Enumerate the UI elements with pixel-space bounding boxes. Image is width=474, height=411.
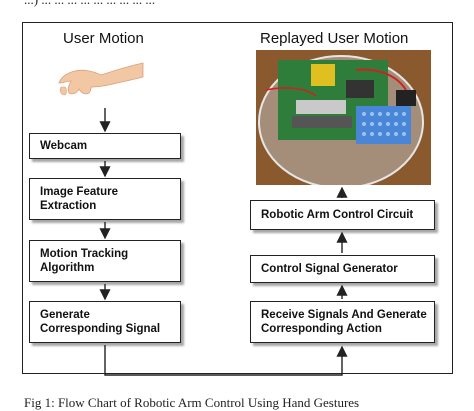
image-feature-extraction-label: Image Feature Extraction (40, 186, 118, 212)
robotic-arm-photo (256, 50, 431, 185)
connector-generate-to-receive (104, 345, 348, 376)
robotic-arm-control-circuit-box: Robotic Arm Control Circuit (250, 200, 435, 230)
generate-signal-label: Generate Corresponding Signal (40, 309, 161, 335)
motion-tracking-label: Motion Tracking Algorithm (40, 248, 129, 274)
receive-signals-box: Receive Signals And Generate Correspondi… (250, 301, 435, 343)
hand-image (55, 57, 145, 107)
receive-signals-label: Receive Signals And Generate Correspondi… (261, 309, 427, 335)
control-signal-generator-label: Control Signal Generator (261, 263, 398, 275)
replayed-motion-heading: Replayed User Motion (260, 30, 409, 47)
image-feature-extraction-box: Image Feature Extraction (29, 178, 181, 220)
motion-tracking-box: Motion Tracking Algorithm (29, 240, 181, 282)
robotic-arm-control-circuit-label: Robotic Arm Control Circuit (261, 209, 414, 221)
diagram-frame (22, 22, 453, 374)
generate-signal-box: Generate Corresponding Signal (29, 301, 181, 343)
truncated-top-text: ...) ... ... ... ... ... ... ... ... ... (24, 0, 155, 8)
control-signal-generator-box: Control Signal Generator (250, 255, 435, 283)
figure-caption: Fig 1: Flow Chart of Robotic Arm Control… (24, 395, 360, 410)
user-motion-heading: User Motion (63, 30, 144, 47)
webcam-label: Webcam (40, 140, 88, 152)
webcam-box: Webcam (29, 133, 181, 159)
